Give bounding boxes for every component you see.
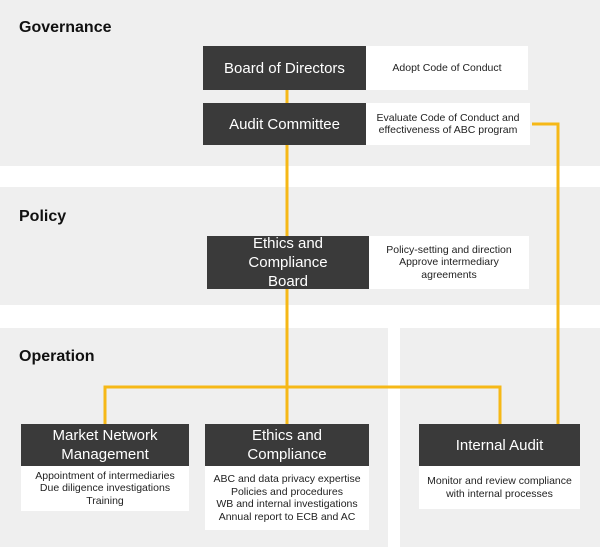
ethics-and-compliance-note: ABC and data privacy expertise Policies … [205,466,369,530]
internal-audit-note: Monitor and review compliance with inter… [419,466,580,509]
internal-audit-box: Internal Audit [419,424,580,466]
ethics-compliance-note-line: Policies and procedures [230,485,344,498]
ethics-compliance-note-line: Annual report to ECB and AC [218,510,356,523]
ethics-compliance-note-line: WB and internal investigations [216,498,358,510]
section-label-governance: Governance [19,19,112,36]
ethics-and-compliance-board-box: Ethics and Compliance Board [207,235,369,290]
board-of-directors-note: Adopt Code of Conduct [366,46,528,90]
board-of-directors-box: Board of Directors [203,46,366,90]
market-network-management-note: Appointment of intermediaries Due dilige… [21,466,189,511]
market-network-note-line: Due diligence investigations [39,482,171,495]
connector-operation-branch [103,385,502,424]
market-network-note-line: Appointment of intermediaries [35,469,175,482]
connector-audit-committee-to-internal-audit [532,122,560,424]
audit-committee-box: Audit Committee [203,103,366,145]
market-network-note-line: Training [86,494,124,507]
market-network-management-box: Market Network Management [21,424,189,466]
ethics-compliance-note-line: ABC and data privacy expertise [213,473,361,485]
ethics-and-compliance-board-note: Policy-setting and direction Approve int… [369,236,529,289]
section-label-policy: Policy [19,208,67,225]
audit-committee-note: Evaluate Code of Conduct and effectivene… [366,103,530,145]
section-label-operation: Operation [19,348,95,365]
ethics-and-compliance-box: Ethics and Compliance [205,424,369,466]
